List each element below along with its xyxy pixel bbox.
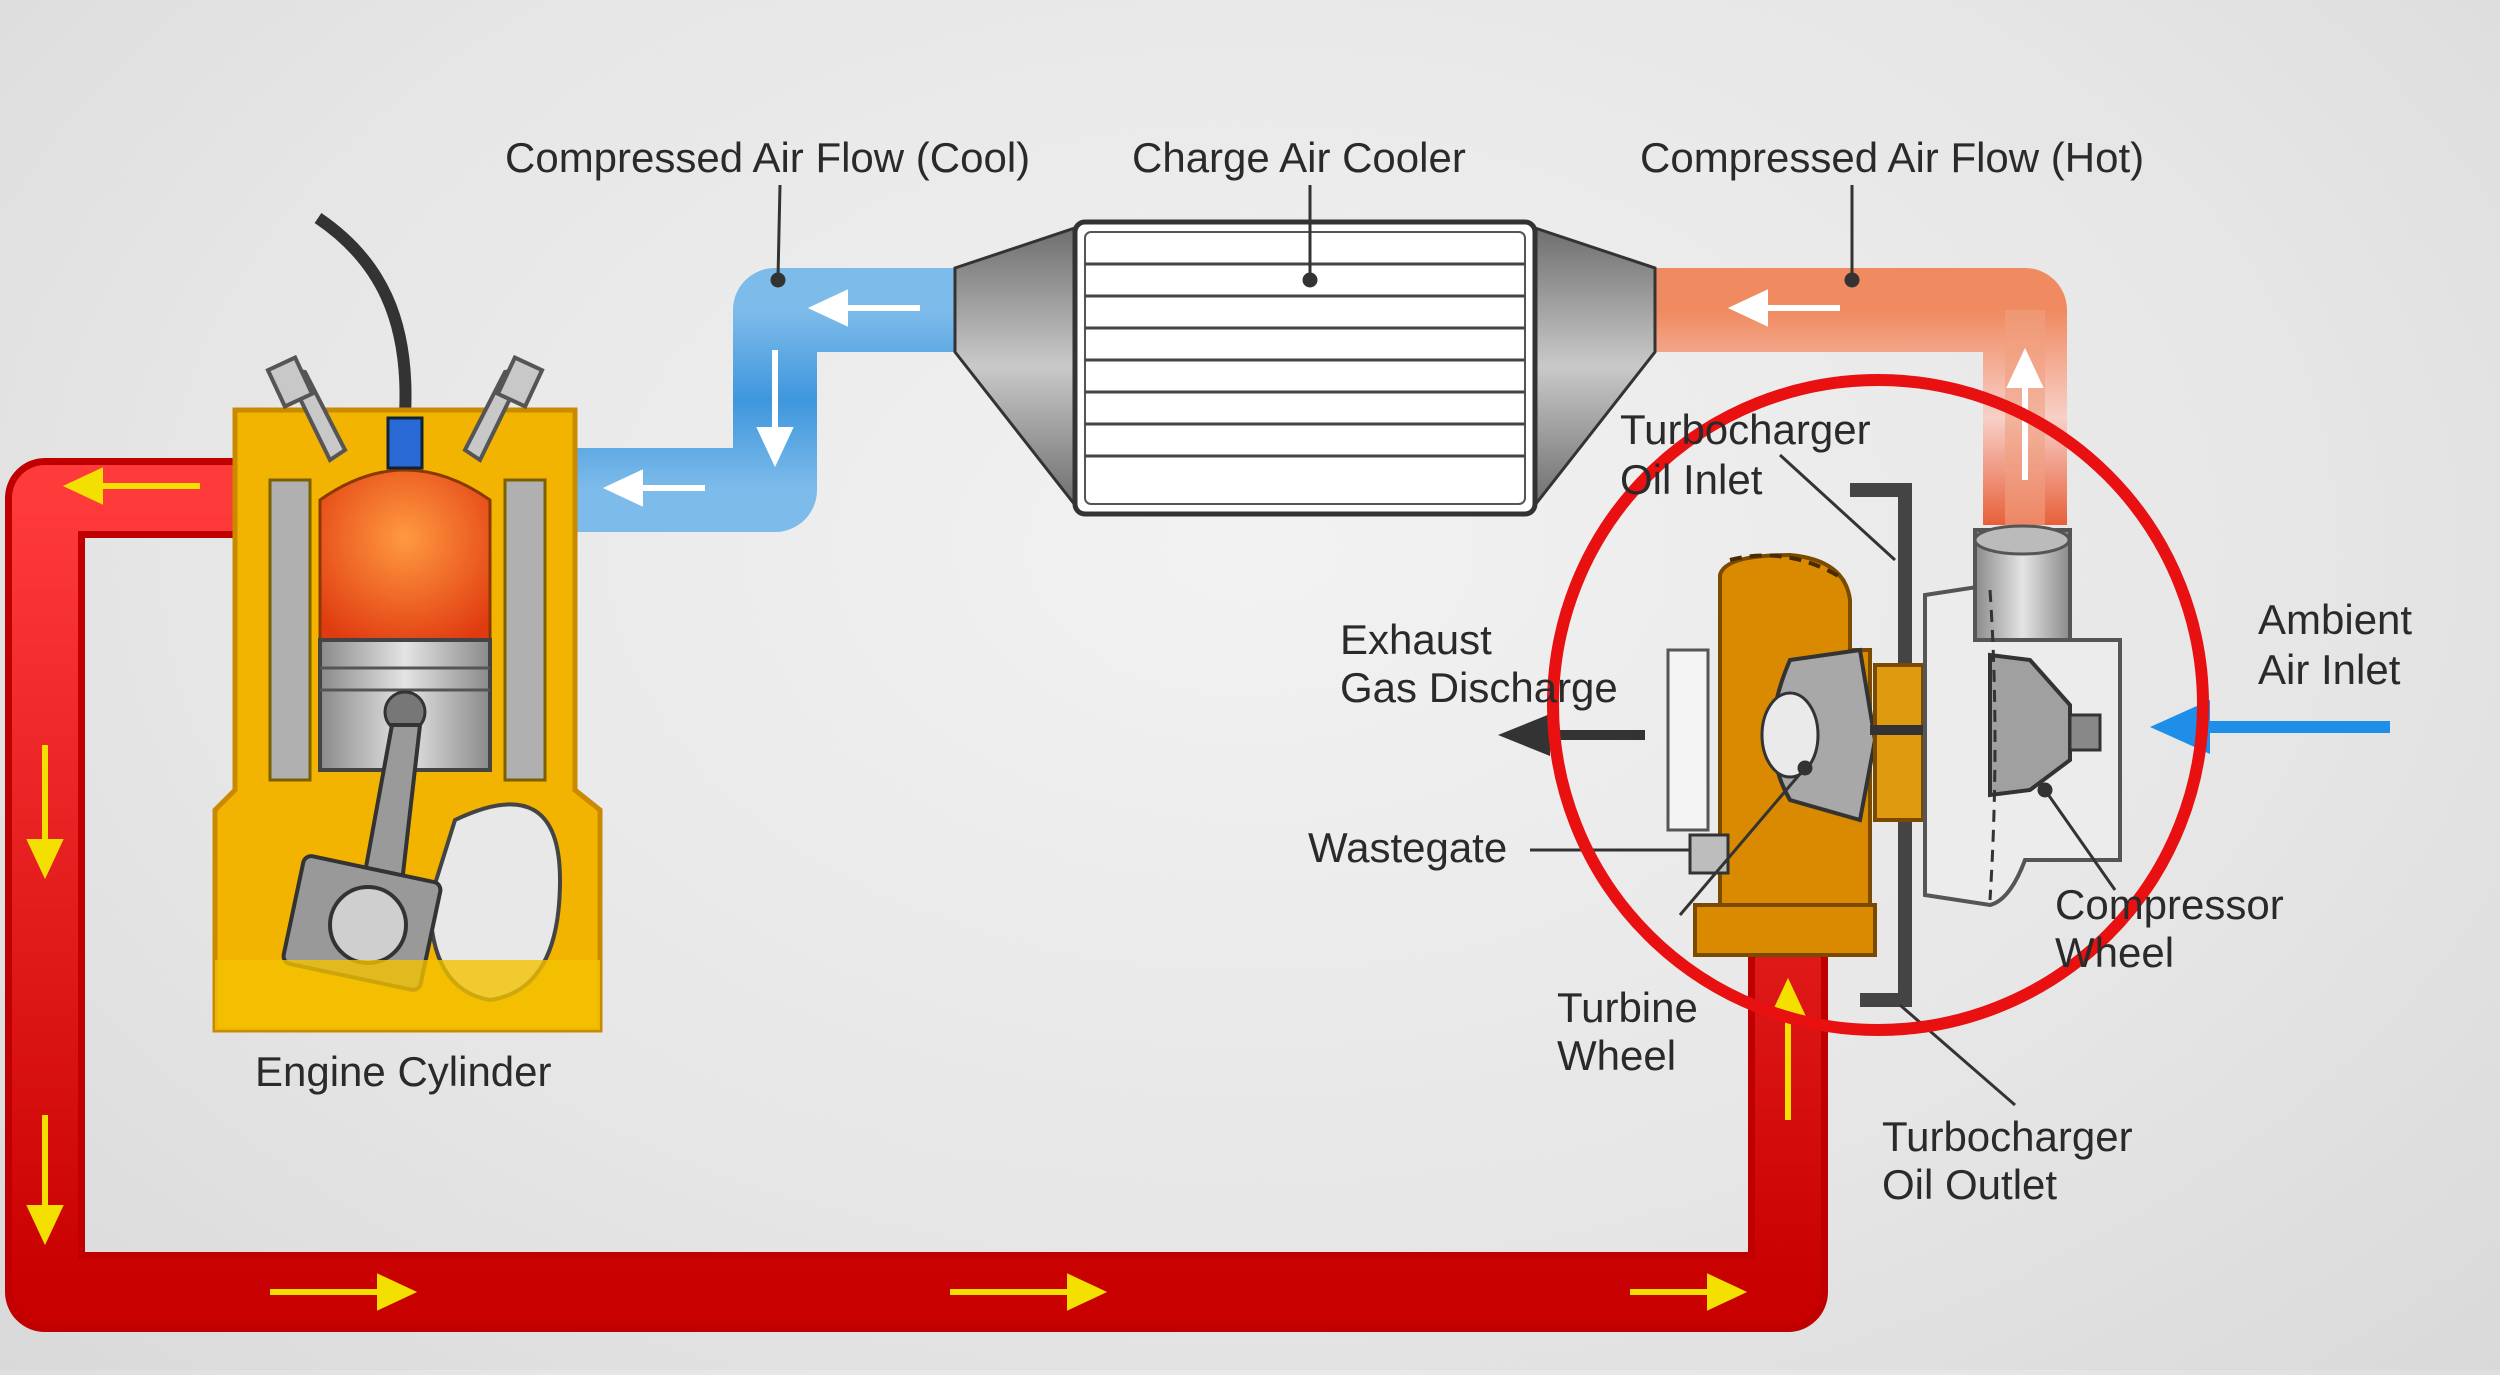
label-exhaust-line1: Exhaust — [1340, 616, 1492, 663]
cool-air-pipe — [575, 268, 955, 532]
label-wastegate: Wastegate — [1308, 824, 1508, 871]
label-compressed-air-hot: Compressed Air Flow (Hot) — [1640, 134, 2145, 181]
turbocharger — [1666, 483, 2122, 1007]
label-oil-inlet-line1: Turbocharger — [1620, 406, 1871, 453]
label-compressor-line1: Compressor — [2055, 881, 2284, 928]
label-engine-cylinder: Engine Cylinder — [255, 1048, 552, 1095]
exhaust-discharge-arrow — [1498, 714, 1645, 756]
label-turbine-line2: Wheel — [1557, 1032, 1677, 1079]
charge-air-cooler — [953, 219, 1657, 517]
label-ambient-line1: Ambient — [2258, 596, 2413, 643]
label-compressed-air-cool: Compressed Air Flow (Cool) — [505, 134, 1031, 181]
leader-lines — [770, 184, 2117, 1107]
label-oil-outlet-line1: Turbocharger — [1882, 1113, 2133, 1160]
ambient-air-arrow — [2150, 700, 2390, 754]
label-oil-inlet-line2: Oil Inlet — [1620, 456, 1763, 503]
label-charge-air-cooler: Charge Air Cooler — [1132, 134, 1466, 181]
label-oil-outlet-line2: Oil Outlet — [1882, 1161, 2058, 1208]
label-exhaust-line2: Gas Discharge — [1340, 664, 1618, 711]
exhaust-flow-arrows — [26, 467, 1807, 1311]
engine-cylinder — [212, 213, 603, 1033]
label-turbine-line1: Turbine — [1557, 984, 1698, 1031]
highlight-circle — [1547, 374, 2209, 1036]
label-compressor-line2: Wheel — [2055, 929, 2175, 976]
label-ambient-line2: Air Inlet — [2258, 646, 2401, 693]
exhaust-pipe — [5, 458, 1828, 1332]
